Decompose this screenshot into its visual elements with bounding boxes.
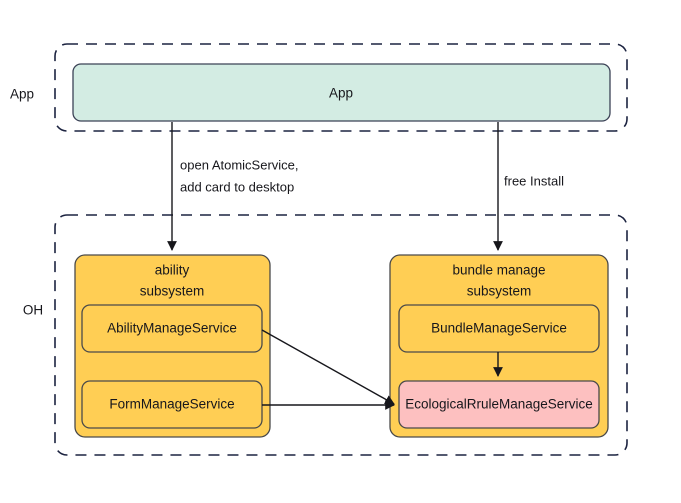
bundle-manage-service-label: BundleManageService xyxy=(431,321,567,336)
ability-subsystem-label-line-2: subsystem xyxy=(140,284,205,299)
group-app-layer: App xyxy=(10,43,628,132)
app-to-bundle-subsystem-label: free Install xyxy=(504,173,564,188)
node-form-manage-service[interactable]: FormManageService xyxy=(81,380,263,429)
node-ability-manage-service[interactable]: AbilityManageService xyxy=(81,304,263,353)
form-manage-service-label: FormManageService xyxy=(109,397,234,412)
app-to-ability-subsystem-label-line-1: open AtomicService, xyxy=(180,157,299,172)
ability-manage-service-box[interactable] xyxy=(81,304,263,353)
edge-app-to-bundle-subsystem: free Install xyxy=(493,122,564,251)
edge-ability-manage-to-ecological xyxy=(261,329,395,405)
edge-app-to-ability-subsystem: open AtomicService, add card to desktop xyxy=(167,122,299,251)
node-ecological-rrule-manage-service[interactable]: EcologicalRruleManageService xyxy=(398,380,600,429)
group-oh-layer: OH xyxy=(23,214,628,456)
app-box[interactable] xyxy=(72,63,611,122)
app-layer-label: App xyxy=(10,87,34,102)
app-layer-frame xyxy=(54,43,628,132)
bundle-subsystem-label-line-2: subsystem xyxy=(467,284,532,299)
oh-layer-frame xyxy=(54,214,628,456)
ecological-rrule-manage-service-label: EcologicalRruleManageService xyxy=(405,397,593,412)
ecological-rrule-manage-service-box[interactable] xyxy=(398,380,600,429)
app-to-ability-subsystem-label-line-2: add card to desktop xyxy=(180,179,294,194)
bundle-manage-service-box[interactable] xyxy=(398,304,600,353)
bundle-subsystem-label-line-1: bundle manage xyxy=(452,263,545,278)
node-app[interactable]: App xyxy=(72,63,611,122)
ability-manage-service-label: AbilityManageService xyxy=(107,321,237,336)
node-bundle-manage-service[interactable]: BundleManageService xyxy=(398,304,600,353)
ability-subsystem-label-line-1: ability xyxy=(155,263,190,278)
oh-layer-label: OH xyxy=(23,303,43,318)
app-box-label: App xyxy=(329,86,353,101)
ability-manage-to-ecological-line xyxy=(261,329,395,405)
